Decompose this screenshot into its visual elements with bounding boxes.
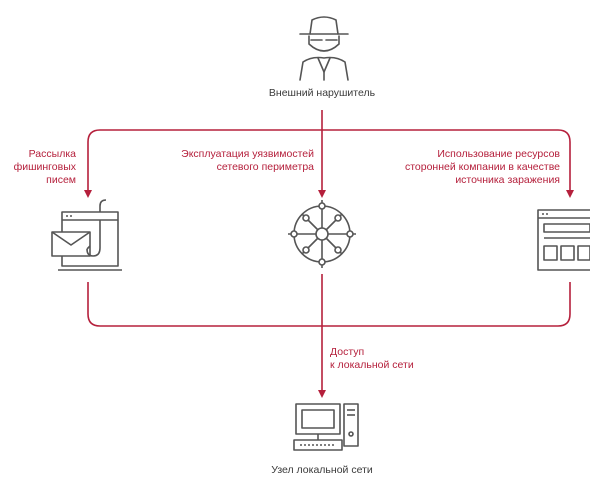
phishing-label-line-2: фишинговых [13,161,76,173]
network-globe-icon [288,200,356,268]
third-party-label-line-2: сторонней компании в качестве [404,161,560,173]
phishing-label: Рассылка фишинговых писем [2,148,76,187]
third-party-label-line-1: Использование ресурсов [437,148,560,160]
top-connector [84,110,574,198]
access-label-line-1: Доступ [330,346,365,358]
arrow-to-phishing [84,129,322,198]
exploitation-label: Эксплуатация уязвимостей сетевого периме… [170,148,314,174]
merge-line [87,282,571,327]
phishing-email-icon [51,199,122,271]
third-party-label-line-3: источника заражения [455,174,560,186]
bottom-connector [87,274,571,398]
exploitation-label-line-1: Эксплуатация уязвимостей [181,148,314,160]
arrow-to-third-party [322,129,574,198]
spy-icon [299,16,349,81]
third-party-label: Использование ресурсов сторонней компани… [388,148,560,187]
attacker-label: Внешний нарушитель [268,87,376,99]
workstation-icon [293,403,359,451]
access-label: Доступ к локальной сети [330,346,450,372]
local-node-label: Узел локальной сети [271,464,373,476]
phishing-label-line-3: писем [46,174,76,186]
web-browser-icon [537,209,590,271]
exploitation-label-line-2: сетевого периметра [216,161,314,173]
phishing-label-line-1: Рассылка [28,148,76,160]
access-label-line-2: к локальной сети [330,359,414,371]
